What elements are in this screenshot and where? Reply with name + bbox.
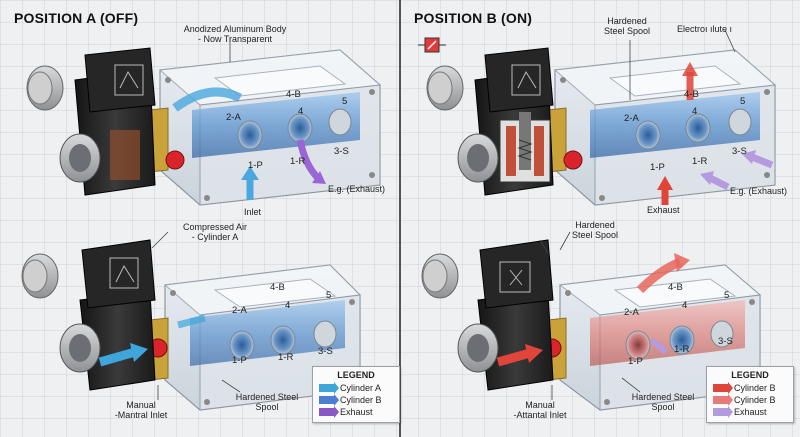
- callout-electric: Electroı ılute ı: [677, 24, 733, 34]
- port-label-4: 4: [285, 300, 291, 311]
- port-label-4b: 4-B: [684, 89, 699, 100]
- callout-exhaust-eg-b: E.g. (Exhaust): [730, 186, 788, 196]
- callout-hardened-spool: Hardened Steel Spool: [235, 392, 299, 412]
- port-label-4b: 4-B: [270, 282, 285, 293]
- position-b-title: POSITION B (ON): [414, 10, 533, 26]
- port-label-4: 4: [682, 300, 688, 311]
- port-label-4b: 4-B: [668, 282, 683, 293]
- port-label-5: 5: [342, 96, 348, 107]
- port-label-4b: 4-B: [286, 89, 301, 100]
- port-label-5: 5: [326, 290, 332, 301]
- port-label-1p: 1-P: [628, 356, 643, 367]
- port-label-1r: 1-R: [290, 156, 306, 167]
- valve-top-left: [26, 47, 382, 206]
- port-label-2a: 2-A: [624, 113, 639, 124]
- legend-item: Cylinder B: [713, 394, 787, 406]
- solenoid-symbol-icon: [418, 37, 446, 53]
- port-label-5: 5: [724, 290, 730, 301]
- callout-inlet: Inlet: [244, 207, 262, 217]
- legend-label: Exhaust: [340, 407, 373, 417]
- arrow-swatch-icon: [713, 382, 733, 394]
- valve-bottom-left: [21, 239, 362, 411]
- valve-top-right: [426, 47, 777, 206]
- legend-position-a: LEGEND Cylinder A Cylinder B Exhaust: [312, 366, 400, 423]
- legend-item: Cylinder B: [319, 394, 393, 406]
- legend-label: Cylinder A: [340, 383, 382, 393]
- port-label-3s: 3-S: [334, 146, 349, 157]
- port-label-2a: 2-A: [624, 307, 639, 318]
- legend-item: Cylinder A: [319, 382, 393, 394]
- legend-position-b: LEGEND Cylinder B Cylinder B Exhaust: [706, 366, 794, 423]
- callout-manual-inlet: Manual -Mantral Inlet: [114, 400, 168, 420]
- position-a-title: POSITION A (OFF): [14, 10, 139, 26]
- port-label-3s: 3-S: [732, 146, 747, 157]
- arrow-swatch-icon: [713, 394, 733, 406]
- callout-compressed-air: Compressed Air - Cylinder A: [182, 222, 248, 242]
- port-label-1r: 1-R: [692, 156, 708, 167]
- port-label-1r: 1-R: [674, 344, 690, 355]
- callout-hardened-spool-b2: Hardened Steel Spool: [631, 392, 695, 412]
- arrow-swatch-icon: [319, 406, 339, 418]
- port-label-1p: 1-P: [232, 355, 247, 366]
- legend-item: Cylinder B: [713, 382, 787, 394]
- legend-label: Cylinder B: [734, 383, 776, 393]
- legend-item: Exhaust: [713, 406, 787, 418]
- callout-hardened-spool-b: Hardened Steel Spool: [571, 220, 619, 240]
- port-label-1p: 1-P: [650, 162, 665, 173]
- legend-label: Exhaust: [734, 407, 767, 417]
- port-label-4: 4: [298, 106, 304, 117]
- legend-item: Exhaust: [319, 406, 393, 418]
- legend-title: LEGEND: [731, 370, 769, 380]
- port-label-3s: 3-S: [318, 346, 333, 357]
- port-label-2a: 2-A: [226, 112, 241, 123]
- arrow-swatch-icon: [713, 406, 733, 418]
- arrow-swatch-icon: [319, 394, 339, 406]
- callout-exhaust: Exhaust: [647, 205, 680, 215]
- port-label-5: 5: [740, 96, 746, 107]
- valve-bottom-right: [421, 239, 762, 411]
- leader-lines: [151, 29, 736, 400]
- panel-divider: [399, 0, 401, 437]
- callout-anodized-body: Anodized Aluminum Body - Now Transparent: [183, 24, 287, 44]
- callout-exhaust-eg: E.g. (Exhaust): [328, 184, 386, 194]
- legend-label: Cylinder B: [734, 395, 776, 405]
- arrow-swatch-icon: [319, 382, 339, 394]
- port-label-4: 4: [692, 106, 698, 117]
- port-label-2a: 2-A: [232, 305, 247, 316]
- port-label-1r: 1-R: [278, 352, 294, 363]
- legend-title: LEGEND: [337, 370, 375, 380]
- callout-manual-inlet-b: Manual -Attantal Inlet: [513, 400, 567, 420]
- callout-hardened-spool-top: Hardened Steel Spool: [603, 16, 651, 36]
- port-label-3s: 3-S: [718, 336, 733, 347]
- legend-label: Cylinder B: [340, 395, 382, 405]
- port-label-1p: 1-P: [248, 160, 263, 171]
